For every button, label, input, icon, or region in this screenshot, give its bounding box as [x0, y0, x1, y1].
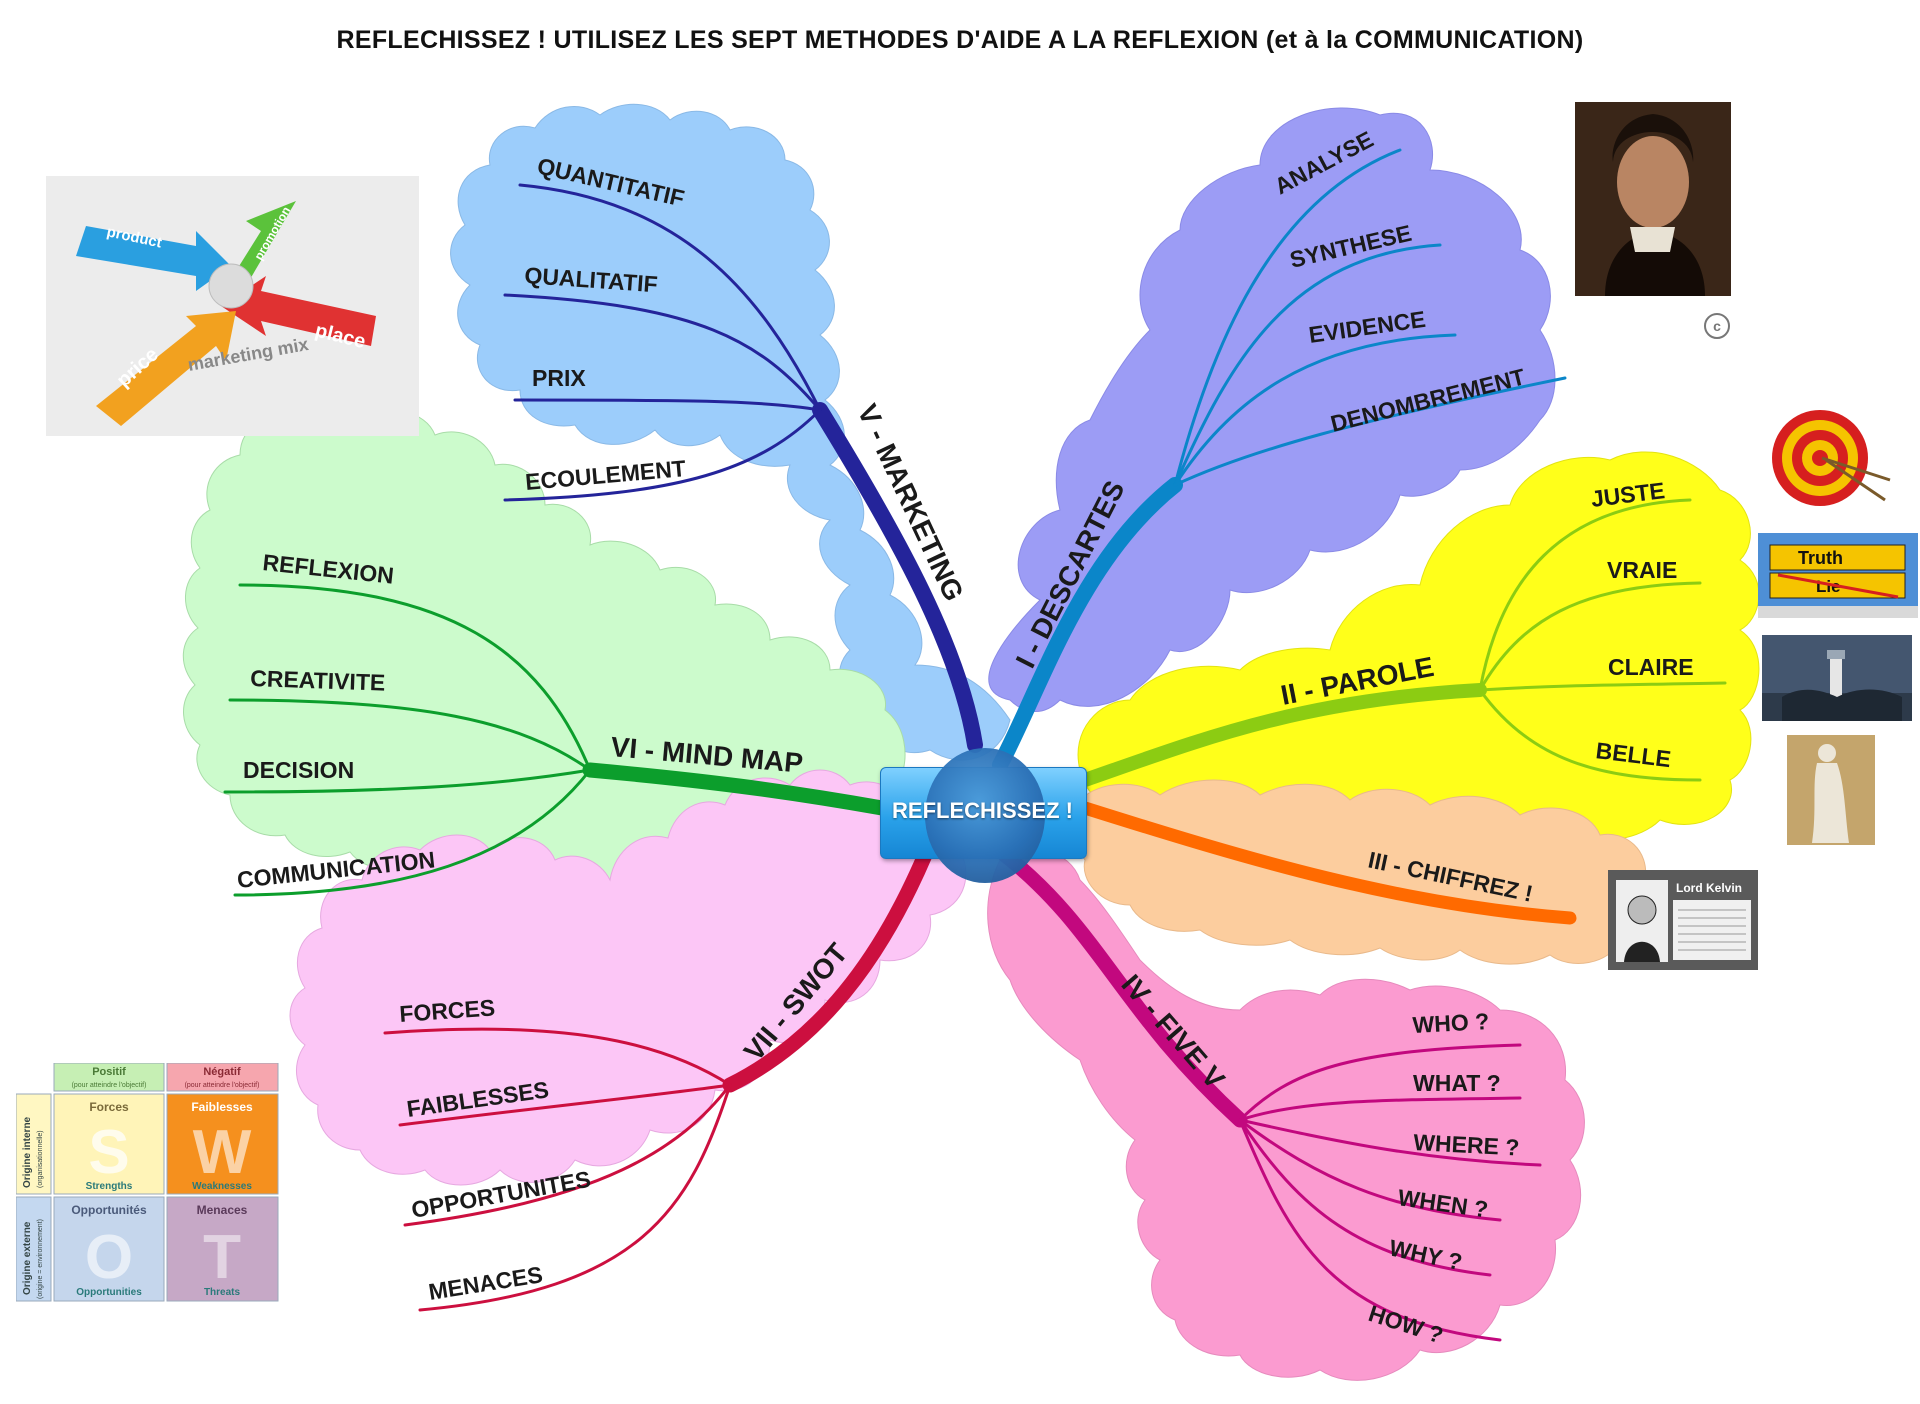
cloud-fivev: [987, 849, 1585, 1381]
swot-menaces: Menaces: [197, 1203, 248, 1217]
center-globe-icon: [925, 748, 1045, 883]
swot-s-letter: S: [88, 1118, 129, 1187]
swot-strengths: Strengths: [86, 1181, 133, 1192]
twig-creativite: [228, 698, 592, 772]
twig-synthese: [1173, 243, 1442, 487]
truth-text: Truth: [1798, 548, 1843, 568]
item-what: WHAT ?: [1413, 1070, 1501, 1096]
twig-faiblesses: [398, 1083, 732, 1127]
item-prix: PRIX: [532, 365, 586, 391]
item-where: WHERE ?: [1413, 1129, 1520, 1161]
swot-interne-sub: (organisationnelle): [37, 1130, 44, 1188]
swot-externe-sub: (origine = environnement): [37, 1219, 44, 1299]
twig-vraie: [1478, 581, 1702, 692]
twig-where: [1238, 1118, 1542, 1167]
twig-prix: [513, 398, 822, 412]
item-claire: CLAIRE: [1608, 654, 1694, 680]
swot-opportunities: Opportunities: [76, 1287, 142, 1298]
truth-lie-sign: Truth Lie: [1758, 533, 1918, 618]
swot-t-letter: T: [203, 1223, 241, 1292]
page-title: REFLECHISSEZ ! UTILISEZ LES SEPT METHODE…: [336, 26, 1584, 54]
twig-opportunites: [403, 1083, 732, 1227]
swot-faiblesses: Faiblesses: [191, 1100, 253, 1114]
twig-when: [1238, 1118, 1502, 1222]
lord-kelvin-image: Lord Kelvin: [1608, 870, 1758, 970]
branch-marketing: [812, 402, 983, 753]
swot-weaknesses: Weaknesses: [192, 1181, 252, 1192]
swot-negatif-sub: (pour atteindre l'objectif): [185, 1082, 260, 1089]
copyright-icon: c: [1704, 313, 1730, 339]
swot-threats: Threats: [204, 1287, 241, 1298]
swot-forces: Forces: [89, 1100, 129, 1114]
twig-who: [1238, 1043, 1522, 1122]
twig-quantitatif: [518, 183, 822, 412]
twig-why: [1238, 1118, 1492, 1277]
twig-ecoulement: [503, 408, 822, 502]
twig-belle: [1478, 688, 1702, 782]
item-menaces: MENACES: [427, 1261, 545, 1305]
kelvin-name: Lord Kelvin: [1676, 881, 1742, 895]
swot-opportunites: Opportunités: [71, 1203, 147, 1217]
target-image: [1760, 400, 1898, 512]
twig-what: [1238, 1096, 1522, 1122]
swot-positif: Positif: [92, 1066, 126, 1078]
venus-statue-image: [1787, 735, 1875, 845]
swot-interne: Origine interne: [22, 1116, 33, 1188]
swot-externe: Origine externe: [22, 1221, 33, 1295]
descartes-portrait: [1575, 102, 1731, 296]
branch-descartes: [992, 477, 1183, 773]
branch-fivev: [997, 847, 1248, 1128]
cloud-descartes: [988, 107, 1556, 713]
twig-how: [1238, 1118, 1502, 1342]
branch-mindmap: [582, 762, 890, 816]
branch-swot: [722, 847, 933, 1093]
swot-grid: Positif (pour atteindre l'objectif) Néga…: [15, 1062, 280, 1303]
twig-reflexion: [238, 583, 592, 772]
marketing-mix-image: product promotion place price marketing …: [46, 176, 419, 436]
cloud-marketing: [450, 103, 1011, 761]
twig-denombrement: [1173, 376, 1567, 487]
swot-positif-sub: (pour atteindre l'objectif): [72, 1082, 147, 1089]
twig-decision: [223, 768, 592, 794]
twig-forces: [383, 1027, 732, 1087]
swot-o-letter: O: [85, 1223, 133, 1292]
item-creativite: CREATIVITE: [250, 665, 386, 696]
twig-evidence: [1173, 333, 1457, 487]
branch-chiffrez: [1078, 801, 1577, 925]
item-ecoulement: ECOULEMENT: [524, 455, 687, 495]
center-node-label: REFLECHISSEZ !: [892, 798, 1073, 823]
twig-claire: [1478, 681, 1727, 692]
lighthouse-image: [1762, 635, 1912, 721]
branch-parole: [1078, 683, 1487, 787]
twig-communication: [233, 768, 592, 897]
swot-w-letter: W: [193, 1118, 252, 1187]
twig-juste: [1478, 498, 1692, 692]
swot-negatif: Négatif: [203, 1066, 241, 1078]
twig-qualitatif: [503, 293, 822, 412]
item-who: WHO ?: [1412, 1008, 1490, 1038]
cloud-swot: [289, 769, 967, 1186]
item-vraie: VRAIE: [1607, 557, 1677, 583]
twig-analyse: [1173, 148, 1402, 487]
item-decision: DECISION: [243, 757, 354, 783]
twig-menaces: [418, 1083, 732, 1312]
